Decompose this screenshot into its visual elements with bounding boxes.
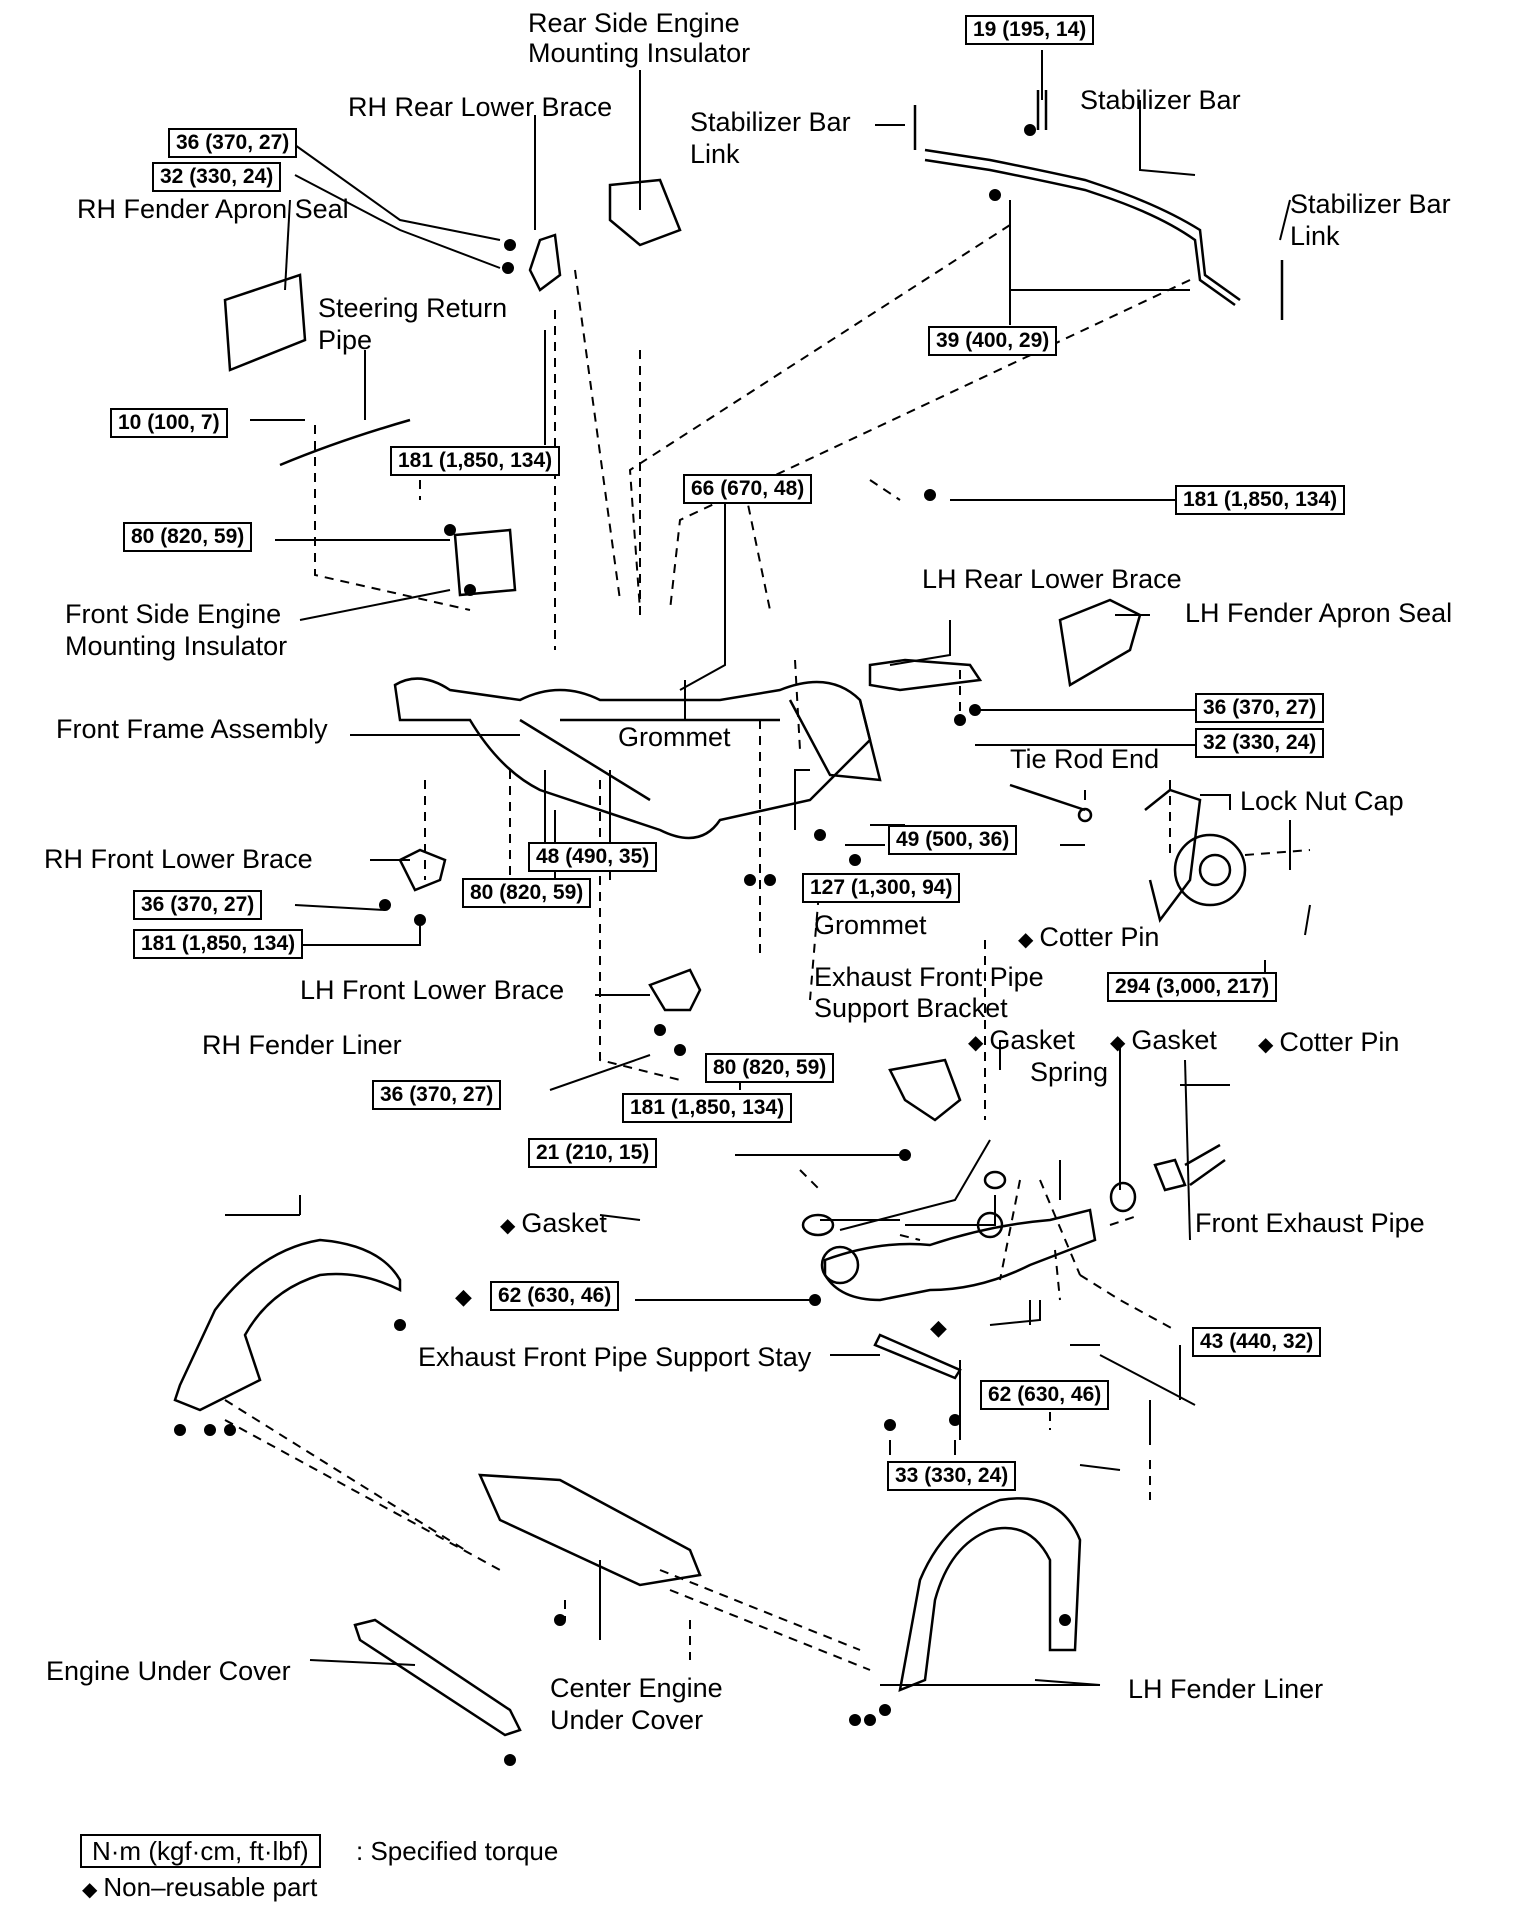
label-grommet-upper: Grommet	[618, 722, 731, 752]
label-engine-under-cover: Engine Under Cover	[46, 1656, 291, 1686]
label-center-engine-under-cover: Center Engine Under Cover	[550, 1672, 723, 1736]
label-stabilizer-bar-link-left: Stabilizer Bar Link	[690, 106, 851, 170]
label-exhaust-front-pipe-support-stay: Exhaust Front Pipe Support Stay	[418, 1342, 812, 1372]
torque-box: 19 (195, 14)	[965, 15, 1095, 45]
torque-box: 181 (1,850, 134)	[622, 1093, 793, 1123]
label-lh-fender-liner: LH Fender Liner	[1128, 1674, 1324, 1704]
label-line: Pipe	[318, 325, 373, 355]
label-stabilizer-bar: Stabilizer Bar	[1080, 85, 1241, 115]
torque-box: 80 (820, 59)	[705, 1053, 835, 1083]
label-line: Mounting Insulator	[65, 631, 288, 661]
label-line: Front Side Engine	[65, 599, 282, 629]
label-line: Center Engine	[550, 1673, 723, 1703]
torque-box: 48 (490, 35)	[528, 842, 658, 872]
torque-box: 80 (820, 59)	[462, 878, 592, 908]
label-line: Under Cover	[550, 1705, 704, 1735]
label-rh-fender-apron-seal: RH Fender Apron Seal	[77, 194, 349, 224]
label-gasket-3: Gasket	[500, 1208, 607, 1242]
leader-lines	[225, 50, 1311, 1686]
part-drawings	[173, 90, 1284, 1737]
legend-torque-box: N·m (kgf·cm, ft·lbf)	[80, 1834, 321, 1868]
torque-box: 36 (370, 27)	[133, 890, 263, 920]
label-front-frame-assembly: Front Frame Assembly	[56, 714, 328, 744]
label-rh-front-lower-brace: RH Front Lower Brace	[44, 844, 313, 874]
torque-box: 181 (1,850, 134)	[390, 446, 561, 476]
torque-box: 62 (630, 46)	[490, 1281, 620, 1311]
label-line: Support Bracket	[814, 993, 1008, 1023]
label-spring: Spring	[1030, 1057, 1109, 1087]
legend-torque-description: : Specified torque	[356, 1836, 559, 1866]
torque-box: 33 (330, 24)	[887, 1461, 1017, 1491]
label-rh-fender-liner: RH Fender Liner	[202, 1030, 402, 1060]
label-lh-rear-lower-brace: LH Rear Lower Brace	[922, 564, 1182, 594]
label-rh-rear-lower-brace: RH Rear Lower Brace	[348, 92, 613, 122]
label-lh-fender-apron-seal: LH Fender Apron Seal	[1185, 598, 1453, 628]
label-line: Mounting Insulator	[528, 38, 751, 68]
torque-box: 181 (1,850, 134)	[133, 929, 304, 959]
label-exhaust-front-pipe-support-bracket: Exhaust Front Pipe Support Bracket	[814, 962, 1044, 1024]
label-steering-return-pipe: Steering Return Pipe	[318, 292, 507, 356]
label-lh-front-lower-brace: LH Front Lower Brace	[300, 975, 565, 1005]
label-stabilizer-bar-link-right: Stabilizer Bar Link	[1290, 188, 1451, 252]
label-line: Stabilizer Bar	[690, 107, 851, 137]
legend-nonreusable: Non–reusable part	[82, 1872, 317, 1906]
label-grommet-lower: Grommet	[814, 910, 927, 940]
torque-box: 32 (330, 24)	[152, 162, 282, 192]
label-gasket-2: Gasket	[1110, 1025, 1217, 1059]
label-line: Steering Return	[318, 293, 508, 323]
bolt-icons	[174, 124, 1071, 1766]
label-line: Link	[690, 139, 740, 169]
label-rear-side-engine-mounting-insulator: Rear Side Engine Mounting Insulator	[528, 8, 750, 68]
assembly-lines	[224, 224, 1311, 1671]
label-line: Exhaust Front Pipe	[814, 962, 1044, 992]
torque-box: 62 (630, 46)	[980, 1380, 1110, 1410]
label-lock-nut-cap: Lock Nut Cap	[1240, 786, 1404, 816]
label-line: Link	[1290, 221, 1340, 251]
torque-box: 49 (500, 36)	[888, 825, 1018, 855]
torque-box: 36 (370, 27)	[1195, 693, 1325, 723]
torque-box: 127 (1,300, 94)	[802, 873, 961, 903]
label-line: Stabilizer Bar	[1290, 189, 1451, 219]
label-tie-rod-end: Tie Rod End	[1010, 744, 1160, 774]
torque-box: 21 (210, 15)	[528, 1138, 658, 1168]
label-front-exhaust-pipe: Front Exhaust Pipe	[1195, 1208, 1425, 1238]
label-gasket-1: Gasket	[968, 1025, 1075, 1059]
torque-box: 36 (370, 27)	[372, 1080, 502, 1110]
torque-box: 80 (820, 59)	[123, 522, 253, 552]
label-front-side-engine-mounting-insulator: Front Side Engine Mounting Insulator	[65, 598, 287, 662]
label-cotter-pin-2: Cotter Pin	[1258, 1027, 1399, 1061]
nonreusable-diamond-icon: ◆	[455, 1284, 472, 1309]
label-cotter-pin-1: Cotter Pin	[1018, 922, 1159, 956]
nonreusable-diamond-icon: ◆	[930, 1315, 947, 1340]
torque-box: 294 (3,000, 217)	[1107, 972, 1278, 1002]
torque-box: 36 (370, 27)	[168, 128, 298, 158]
torque-box: 10 (100, 7)	[110, 408, 228, 438]
label-line: Rear Side Engine	[528, 8, 740, 38]
torque-box: 181 (1,850, 134)	[1175, 485, 1346, 515]
torque-box: 32 (330, 24)	[1195, 728, 1325, 758]
torque-box: 43 (440, 32)	[1192, 1327, 1322, 1357]
torque-box: 39 (400, 29)	[928, 326, 1058, 356]
torque-box: 66 (670, 48)	[683, 474, 813, 504]
